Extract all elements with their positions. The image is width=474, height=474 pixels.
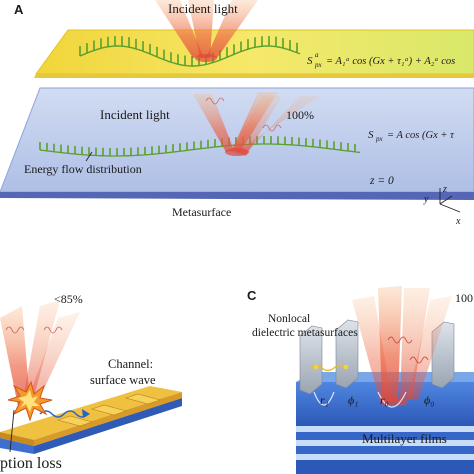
panel-a-letter: A <box>14 2 24 17</box>
top-energy-ticks <box>79 36 298 66</box>
multilayer-films-label: Multilayer films <box>362 431 447 446</box>
coordinate-axes: z y x <box>423 184 461 227</box>
b-substrate-side <box>34 398 182 454</box>
nonlocal-label-2: dielectric metasurfaces <box>252 327 358 339</box>
axis-x-label: x <box>455 216 461 227</box>
top-eq-rhs: = A₁ᵃ cos (Gx + τ₁ᵃ) + A₂ᵃ cos <box>326 56 455 67</box>
bottom-eq-lhs: S <box>368 129 374 141</box>
top-equation: S a px = A₁ᵃ cos (Gx + τ₁ᵃ) + A₂ᵃ cos <box>307 51 455 69</box>
bottom-equation: S px = A cos (Gx + τ <box>368 129 455 143</box>
top-layer-plane <box>35 29 474 75</box>
metasurface-label: Metasurface <box>172 205 231 219</box>
film-mode-curves <box>313 391 407 408</box>
bottom-incident-beams <box>193 92 320 156</box>
surface-wave <box>39 410 89 418</box>
bottom-percent-label: 100% <box>286 108 314 122</box>
guided-mode-dots <box>309 364 349 372</box>
b-incident-beams <box>0 300 80 406</box>
panel-b: <85% Channel: surface wave ption loss <box>0 292 182 472</box>
energy-flow-label: Energy flow distribution <box>24 162 142 176</box>
bottom-energy-wave <box>39 143 361 157</box>
c-incident-beams <box>352 286 452 406</box>
top-incident-beams <box>155 0 258 62</box>
panel-c-letter: C <box>247 288 257 303</box>
phi0-label: ϕ₀ <box>424 393 434 407</box>
b-grating-ridges <box>56 393 162 427</box>
bottom-eq-sub: px <box>375 135 384 143</box>
nonlocal-tiles <box>299 319 455 395</box>
z-zero-label: z = 0 <box>369 175 394 187</box>
bottom-eq-rhs: = A cos (Gx + τ <box>387 130 455 141</box>
top-energy-wave <box>79 45 301 67</box>
c-percent-label: 100 <box>455 291 473 305</box>
top-incident-label: Incident light <box>168 1 238 16</box>
phi1-label: ϕ₁ <box>348 393 358 407</box>
bottom-incident-label: Incident light <box>100 107 170 122</box>
surface-wave-arrow <box>82 409 90 418</box>
bottom-layer-edge <box>0 192 474 200</box>
top-eq-lhs: S <box>307 55 313 67</box>
panel-c: C <box>247 286 474 474</box>
absorption-loss-label: ption loss <box>0 455 62 472</box>
b-percent-label: <85% <box>54 292 83 306</box>
r1-label: r₁ <box>320 393 329 407</box>
panel-a: A Incident light S a px = A₁ᵃ cos (Gx + … <box>0 0 474 227</box>
b-substrate-front <box>0 438 34 454</box>
axis-z-label: z <box>442 184 447 195</box>
channel-label-1: Channel: <box>108 357 153 371</box>
axis-y-label: y <box>423 194 429 205</box>
channel-label-2: surface wave <box>90 373 156 387</box>
top-layer-edge <box>34 74 474 78</box>
top-eq-sup: a <box>315 51 319 59</box>
loss-pointer <box>9 409 15 453</box>
energy-pointer <box>85 151 93 162</box>
top-eq-sub: px <box>314 61 323 69</box>
nonlocal-label-1: Nonlocal <box>268 313 310 325</box>
r0-label: r₀ <box>380 393 389 407</box>
